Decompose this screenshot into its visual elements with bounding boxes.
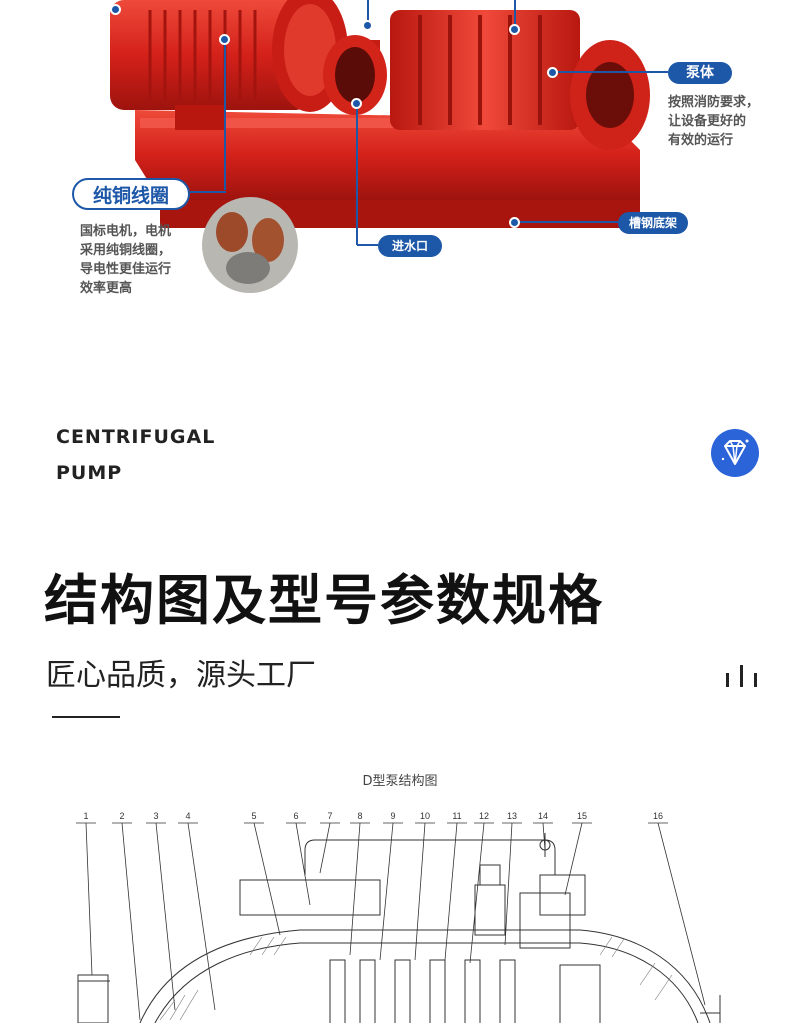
coil-desc: 国标电机，电机 采用纯铜线圈， 导电性更佳运行 效率更高: [80, 222, 171, 298]
inlet-label: 进水口: [378, 235, 442, 257]
leader-line: [564, 822, 583, 896]
bar: [726, 673, 729, 687]
leader-line: [349, 822, 361, 956]
part-number-label: 4: [185, 811, 190, 821]
steel-base-frame: [135, 110, 640, 200]
part-number-label: 1: [83, 811, 88, 821]
coil-label: 纯铜线圈: [72, 178, 190, 210]
part-number-label: 2: [119, 811, 124, 821]
base-label: 槽钢底架: [618, 212, 688, 234]
bar: [740, 665, 743, 687]
english-heading-line2: PUMP: [56, 462, 123, 484]
callout-dot: [219, 34, 230, 45]
leader-line: [295, 822, 311, 906]
part-number-label: 14: [538, 811, 548, 821]
leader-line: [414, 822, 426, 961]
part-number-label: 7: [327, 811, 332, 821]
leader-line: [253, 822, 281, 936]
leader-line: [155, 822, 176, 1011]
part-number-label: 13: [507, 811, 517, 821]
desc-line: 效率更高: [80, 281, 133, 296]
diamond-badge: [711, 429, 759, 477]
leader-line: [504, 822, 513, 946]
desc-line: 国标电机，电机: [80, 224, 172, 239]
part-number-label: 5: [251, 811, 256, 821]
english-heading-line1: CENTRIFUGAL: [56, 426, 216, 448]
callout-dot: [509, 217, 520, 228]
desc-line: 让设备更好的: [668, 114, 747, 129]
hatch-lines: [159, 936, 673, 1021]
callout-dot: [362, 20, 373, 31]
callout-dot: [509, 24, 520, 35]
bar: [754, 673, 757, 687]
part-number-label: 10: [420, 811, 430, 821]
leader-line: [85, 822, 93, 976]
page-title: 结构图及型号参数规格: [44, 569, 604, 632]
desc-line: 有效的运行: [668, 133, 734, 148]
leader-line: [657, 822, 706, 1006]
impeller-hatching: [329, 959, 601, 1023]
pump-cross-section: [77, 833, 721, 1023]
leader-line: [121, 822, 141, 1021]
desc-line: 导电性更佳运行: [80, 262, 172, 277]
part-number-label: 12: [479, 811, 489, 821]
part-number-label: 9: [390, 811, 395, 821]
pump-stages: [390, 10, 580, 130]
product-illustration: 泵体 按照消防要求， 让设备更好的 有效的运行 纯铜线圈 国标电机，电机 采用纯…: [0, 0, 800, 330]
desc-line: 采用纯铜线圈，: [80, 243, 172, 258]
page-subtitle: 匠心品质，源头工厂: [46, 658, 316, 693]
callout-dot: [110, 4, 121, 15]
desc-line: 按照消防要求，: [668, 95, 760, 110]
part-number-label: 3: [153, 811, 158, 821]
diamond-icon: [721, 439, 749, 465]
pump-drawing: [110, 0, 668, 293]
pump-body-desc: 按照消防要求， 让设备更好的 有效的运行: [668, 93, 759, 150]
title-underline: [52, 716, 120, 718]
part-number-label: 8: [357, 811, 362, 821]
pump-body-label: 泵体: [668, 62, 732, 84]
part-number-label: 11: [452, 811, 461, 821]
leader-line: [469, 822, 485, 964]
part-number-label: 6: [293, 811, 298, 821]
leader-line: [444, 822, 458, 961]
part-number-label: 15: [577, 811, 587, 821]
part-number-label: 16: [653, 811, 663, 821]
diagram-title: D型泵结构图: [362, 774, 438, 789]
leader-line: [319, 822, 331, 874]
callout-dot: [547, 67, 558, 78]
callout-dot: [351, 98, 362, 109]
leader-line: [379, 822, 394, 961]
leader-line: [187, 822, 216, 1011]
